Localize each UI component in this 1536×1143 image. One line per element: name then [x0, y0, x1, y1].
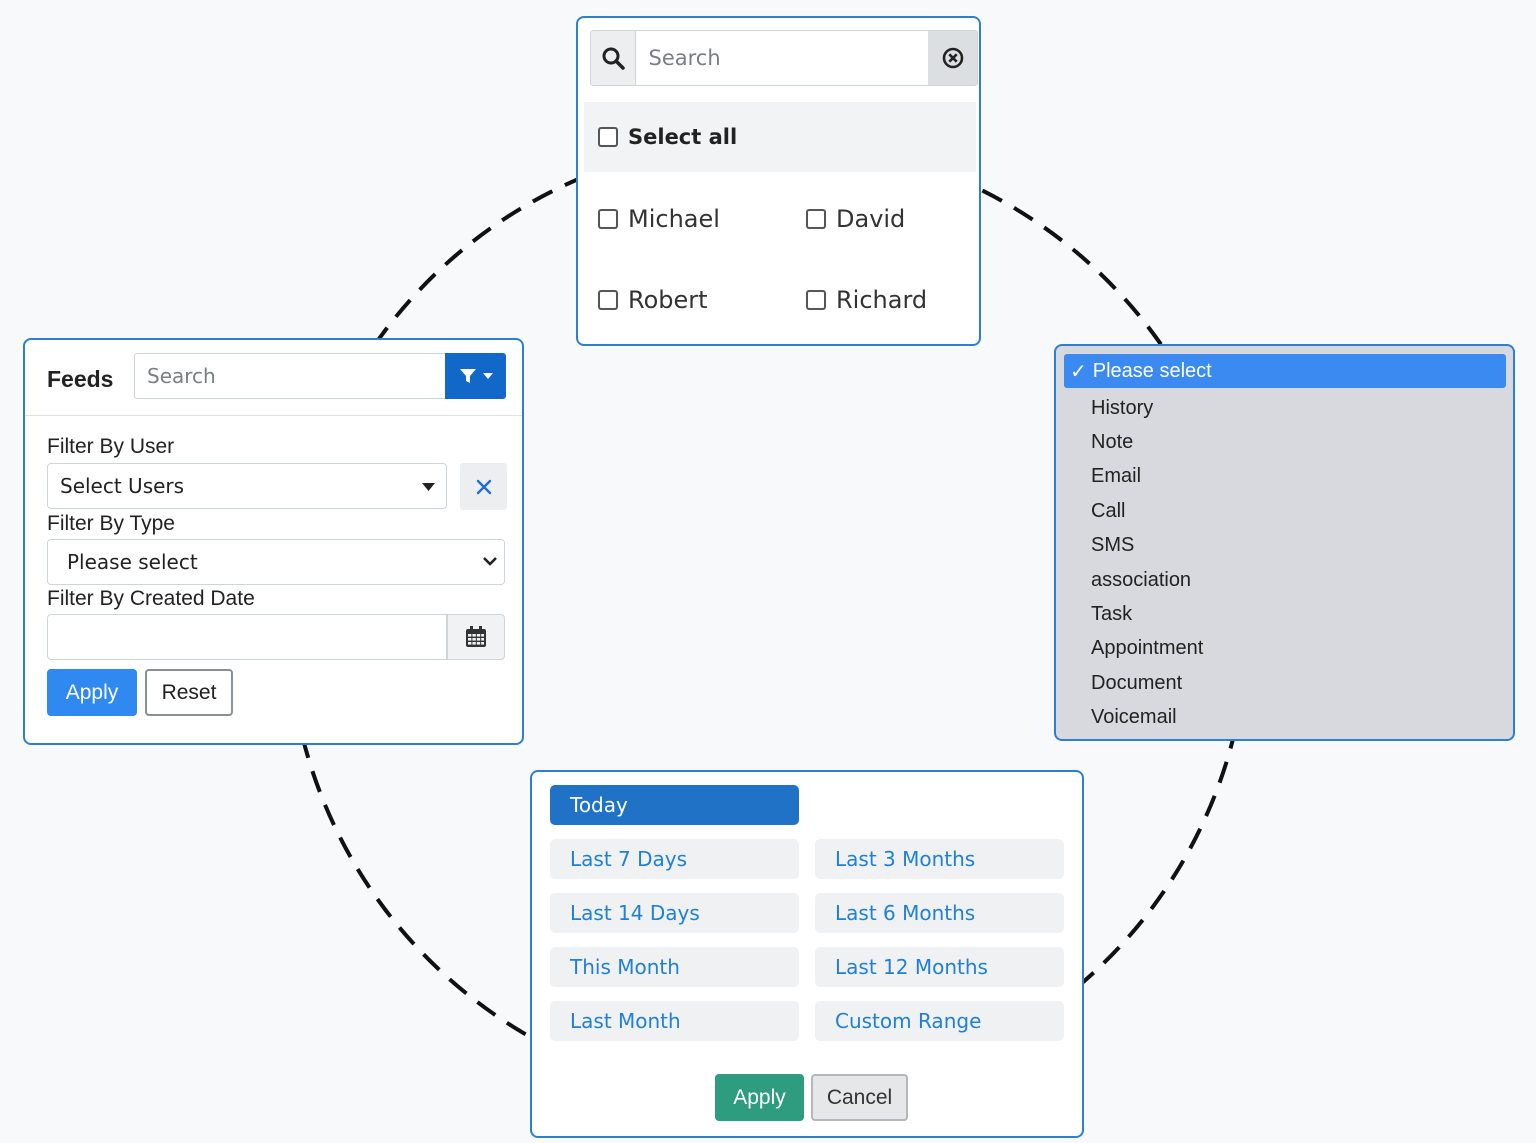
user-name: David	[836, 204, 906, 233]
type-option[interactable]: SMS	[1091, 533, 1135, 556]
user-name: Robert	[628, 285, 708, 314]
range-option[interactable]: This Month	[550, 947, 799, 987]
user-search-bar	[590, 30, 978, 86]
close-circle-icon	[942, 47, 964, 69]
user-option[interactable]: Robert	[598, 259, 806, 340]
range-option[interactable]: Last Month	[550, 1001, 799, 1041]
clear-users-button[interactable]	[460, 463, 507, 510]
user-picker-panel: Select all Michael David Robert Richard	[576, 16, 981, 346]
type-option[interactable]: History	[1091, 396, 1154, 419]
search-icon	[602, 47, 625, 70]
created-date-input[interactable]	[47, 614, 447, 660]
feeds-title: Feeds	[47, 366, 114, 392]
type-option[interactable]: Task	[1091, 602, 1133, 625]
feeds-search-input[interactable]	[134, 353, 446, 399]
user-checkbox[interactable]	[806, 289, 826, 310]
range-option[interactable]: Last 6 Months	[815, 893, 1064, 933]
clear-search-button[interactable]	[928, 31, 977, 85]
type-option[interactable]: Appointment	[1091, 636, 1204, 659]
type-option-label: Please select	[1092, 359, 1212, 382]
range-apply-button[interactable]: Apply	[715, 1074, 804, 1121]
date-range-panel: Today Last 7 Days Last 14 Days This Mont…	[530, 770, 1084, 1138]
select-users-value: Select Users	[60, 474, 185, 498]
calendar-icon	[466, 626, 486, 647]
type-select-value: Please select	[67, 550, 198, 574]
caret-down-icon	[482, 373, 493, 379]
checkmark-icon: ✓	[1070, 360, 1087, 383]
calendar-button[interactable]	[447, 614, 505, 660]
user-checkbox[interactable]	[598, 208, 618, 229]
type-option[interactable]: Document	[1091, 671, 1183, 694]
user-search-input[interactable]	[636, 31, 929, 85]
reset-button[interactable]: Reset	[145, 669, 233, 716]
range-option[interactable]: Last 3 Months	[815, 839, 1064, 879]
apply-button[interactable]: Apply	[47, 669, 137, 716]
feeds-filter-panel: Feeds Filter By User Select Users Filter…	[23, 338, 524, 745]
user-checkbox[interactable]	[598, 289, 618, 310]
type-option-selected[interactable]: ✓ Please select	[1064, 354, 1506, 388]
range-cancel-button[interactable]: Cancel	[811, 1074, 908, 1121]
user-checkbox-grid: Michael David Robert Richard	[598, 178, 968, 340]
select-all-label: Select all	[628, 125, 738, 149]
range-option[interactable]: Last 12 Months	[815, 947, 1064, 987]
user-option[interactable]: Richard	[806, 259, 966, 340]
user-option[interactable]: Michael	[598, 178, 806, 259]
select-users-dropdown[interactable]: Select Users	[47, 463, 447, 509]
feeds-header: Feeds	[25, 340, 522, 416]
filter-by-date-label: Filter By Created Date	[47, 587, 255, 610]
type-option[interactable]: Email	[1091, 464, 1142, 487]
filter-by-type-label: Filter By Type	[47, 512, 175, 535]
filter-dropdown-button[interactable]	[445, 353, 506, 399]
close-icon	[476, 479, 491, 494]
range-option[interactable]: Custom Range	[815, 1001, 1064, 1041]
search-button[interactable]	[591, 31, 637, 85]
range-option[interactable]: Last 14 Days	[550, 893, 799, 933]
filter-by-user-label: Filter By User	[47, 435, 175, 458]
type-option[interactable]: Voicemail	[1091, 705, 1177, 728]
type-option[interactable]: association	[1091, 568, 1192, 591]
chevron-down-icon	[483, 557, 497, 566]
type-option[interactable]: Call	[1091, 499, 1126, 522]
caret-down-icon	[422, 483, 435, 491]
user-name: Richard	[836, 285, 928, 314]
user-checkbox[interactable]	[806, 208, 826, 229]
user-name: Michael	[628, 204, 720, 233]
filter-icon	[459, 369, 476, 383]
range-option[interactable]: Last 7 Days	[550, 839, 799, 879]
type-option[interactable]: Note	[1091, 430, 1134, 453]
range-today[interactable]: Today	[550, 785, 799, 825]
type-options-list: ✓ Please select History Note Email Call …	[1054, 344, 1515, 741]
select-all-row[interactable]: Select all	[584, 102, 976, 172]
user-option[interactable]: David	[806, 178, 966, 259]
select-all-checkbox[interactable]	[598, 127, 618, 147]
type-select[interactable]: Please select	[47, 539, 505, 585]
